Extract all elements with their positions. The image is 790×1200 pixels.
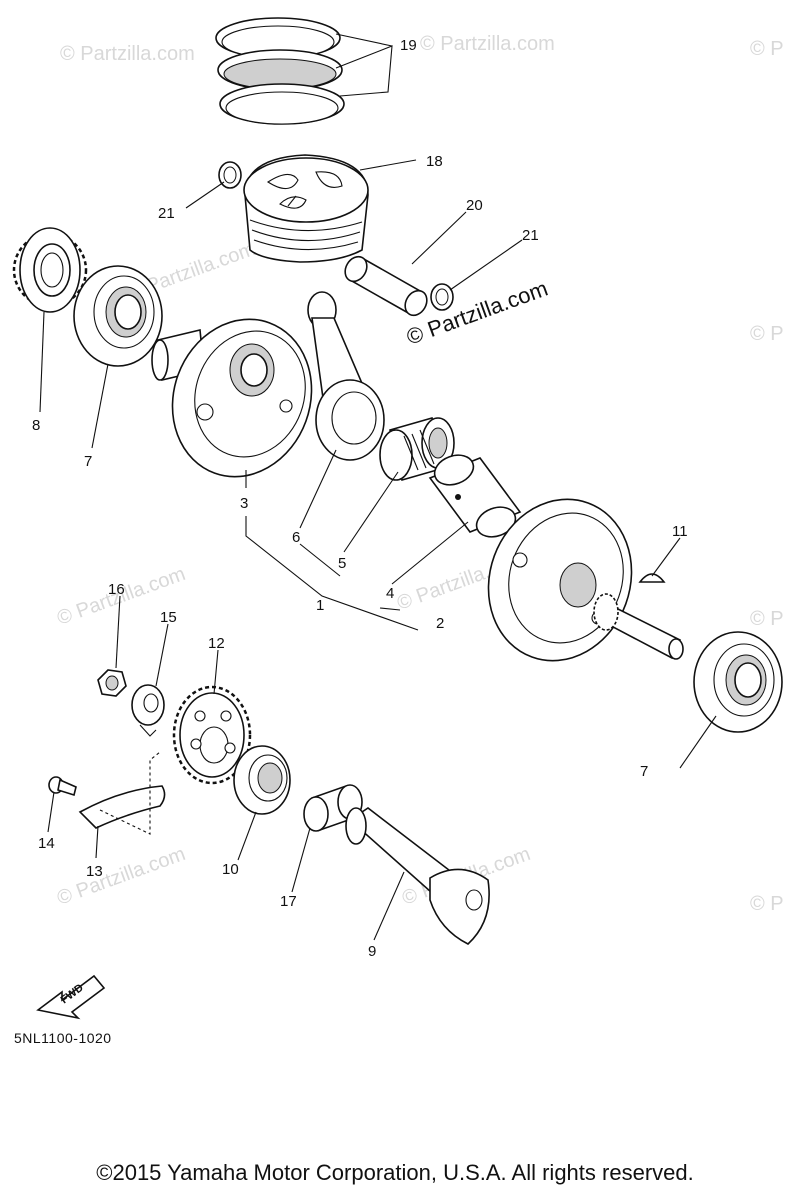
nut — [97, 669, 127, 697]
crank-pin — [428, 454, 522, 538]
callout-11: 11 — [672, 523, 688, 540]
balancer-shaft — [345, 807, 490, 945]
callout-5: 5 — [338, 555, 346, 572]
watermark-edge: © P — [750, 893, 784, 915]
callout-18: 18 — [426, 153, 443, 170]
bearing-right — [693, 631, 783, 733]
callout-13: 13 — [86, 863, 103, 880]
watermark: © Partzilla.com — [60, 43, 195, 65]
connecting-rod — [307, 291, 385, 461]
callout-10: 10 — [222, 861, 239, 878]
callout-17: 17 — [280, 893, 297, 910]
balancer-gear — [172, 685, 252, 785]
callout-8: 8 — [32, 417, 40, 434]
piston-pin — [344, 255, 428, 317]
callout-12: 12 — [208, 635, 225, 652]
watermark-edge: © P — [750, 323, 784, 345]
watermark: © Partzilla.com — [54, 843, 188, 910]
bearing-left — [73, 265, 163, 367]
piston — [243, 154, 369, 263]
circlip-upper — [218, 161, 242, 189]
callout-15: 15 — [160, 609, 177, 626]
callout-7: 7 — [640, 763, 648, 780]
callout-numbers: 19 18 21 20 21 8 7 3 6 5 4 1 2 11 7 16 1… — [32, 37, 688, 960]
copyright-footer: ©2015 Yamaha Motor Corporation, U.S.A. A… — [96, 1160, 694, 1185]
diagram-code: 5NL1100-1020 — [14, 1030, 112, 1046]
fwd-arrow-icon: FWD — [36, 974, 106, 1020]
callout-7: 7 — [84, 453, 92, 470]
callout-4: 4 — [386, 585, 394, 602]
callout-1: 1 — [316, 597, 324, 614]
piston-rings — [215, 17, 345, 125]
circlip-lower — [430, 283, 454, 311]
needle-bearing — [379, 417, 455, 481]
callout-16: 16 — [108, 581, 125, 598]
callout-20: 20 — [466, 197, 483, 214]
crank-web-right — [487, 498, 684, 662]
watermark-edge: © P — [750, 38, 784, 60]
callout-3: 3 — [240, 495, 248, 512]
balancer-bearing — [233, 745, 291, 815]
bolt — [48, 776, 77, 797]
watermark-edge: © P — [750, 608, 784, 630]
leader-lines — [39, 33, 717, 941]
callout-21: 21 — [158, 205, 175, 222]
callout-2: 2 — [436, 615, 444, 632]
callout-9: 9 — [368, 943, 376, 960]
balancer-weight-plate — [78, 785, 166, 829]
callout-19: 19 — [400, 37, 417, 54]
callout-6: 6 — [292, 529, 300, 546]
primary-gear — [12, 227, 88, 313]
watermark-main: © Partzilla.com — [403, 276, 551, 350]
callout-21: 21 — [522, 227, 539, 244]
callout-14: 14 — [38, 835, 55, 852]
crank-web-left — [151, 318, 313, 478]
lock-washer — [131, 684, 165, 737]
watermark: © Partzilla.com — [420, 33, 555, 55]
